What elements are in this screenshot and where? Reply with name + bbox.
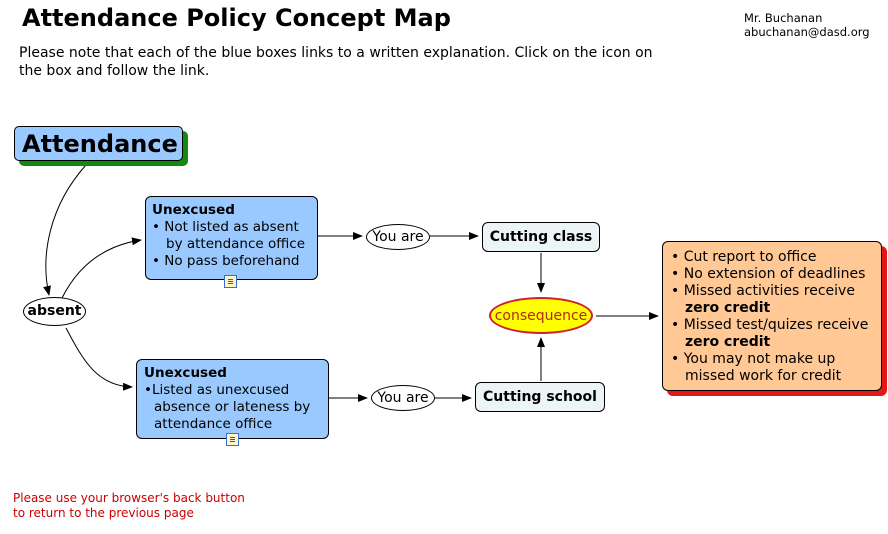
consequences-list-box: • Cut report to office • No extension of…	[662, 241, 882, 391]
unexcused-school-bullet: •Listed as unexcused absence or lateness…	[144, 382, 311, 432]
unexcused-class-bullet: • Not listed as absent by attendance off…	[152, 219, 306, 252]
zero-credit-label: zero credit	[685, 334, 771, 350]
you-are-node-class: You are	[366, 224, 430, 250]
unexcused-class-title: Unexcused	[152, 202, 235, 218]
consequence-item: • No extension of deadlines	[671, 266, 866, 282]
absent-node: absent	[23, 297, 86, 326]
cutting-school-node: Cutting school	[475, 382, 605, 412]
cutting-class-node: Cutting class	[482, 222, 600, 252]
unexcused-class-box: Unexcused • Not listed as absent by atte…	[145, 196, 318, 280]
consequence-item: • Missed test/quizes receive zero credit	[671, 317, 869, 350]
unexcused-school-box: Unexcused •Listed as unexcused absence o…	[136, 359, 329, 439]
zero-credit-label: zero credit	[685, 300, 771, 316]
author-info: Mr. Buchanan abuchanan@dasd.org	[744, 11, 870, 39]
consequence-item: • Cut report to office	[671, 249, 817, 265]
intro-text: Please note that each of the blue boxes …	[19, 45, 653, 79]
edge-absent-unexcused1	[61, 237, 142, 299]
unexcused-class-bullet: • No pass beforehand	[152, 253, 300, 269]
back-button-note: Please use your browser's back button to…	[13, 491, 245, 520]
you-are-node-school: You are	[371, 385, 435, 411]
edge-attendance-absent	[43, 164, 87, 296]
document-link-icon[interactable]	[224, 275, 237, 288]
consequence-node: consequence	[489, 297, 593, 334]
author-email: abuchanan@dasd.org	[744, 25, 870, 39]
edge-absent-unexcused2	[65, 327, 133, 391]
author-name: Mr. Buchanan	[744, 11, 823, 25]
unexcused-school-title: Unexcused	[144, 365, 227, 381]
document-link-icon[interactable]	[226, 433, 239, 446]
consequence-item: • You may not make up missed work for cr…	[671, 351, 842, 384]
consequence-item: • Missed activities receive zero credit	[671, 283, 855, 316]
attendance-node: Attendance	[14, 126, 183, 161]
page-title: Attendance Policy Concept Map	[22, 4, 451, 32]
